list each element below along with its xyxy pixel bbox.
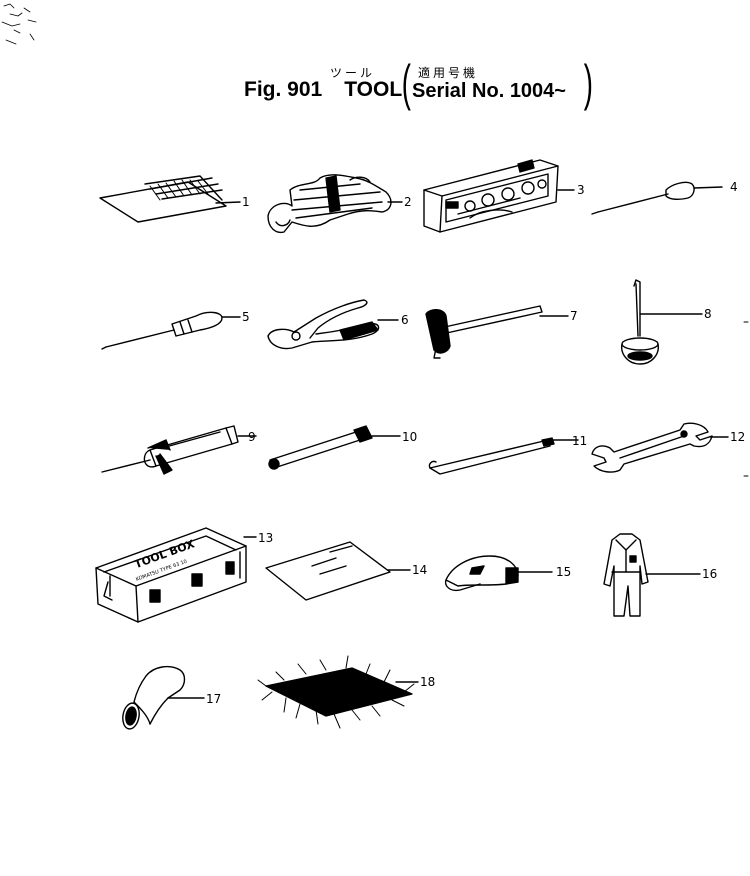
label-part-4: 4: [730, 180, 738, 194]
scan-noise: [1, 3, 37, 45]
part-1-manual: [99, 175, 241, 223]
figure-header: ツール 適用号機 Fig. 901 TOOL ( Serial No. 1004~…: [0, 0, 750, 110]
figure-number: Fig. 901: [244, 78, 323, 101]
figure-title: Fig. 901 TOOL: [244, 78, 424, 102]
label-part-17: 17: [206, 692, 221, 706]
part-2-wrench-set: [267, 174, 403, 234]
jp-title: ツール: [330, 66, 376, 80]
part-9-grease-gun: [101, 425, 257, 475]
label-part-10: 10: [402, 430, 417, 444]
part-17-elbow: [122, 665, 205, 730]
part-11-pry-bar: [428, 437, 579, 475]
jp-serial-label: 適用号機: [418, 66, 479, 80]
part-14-sheet: [265, 541, 411, 601]
label-part-1: 1: [242, 195, 250, 209]
label-part-5: 5: [242, 310, 250, 324]
label-part-11: 11: [572, 434, 587, 448]
label-part-9: 9: [248, 430, 256, 444]
part-8-oil-can: [621, 279, 703, 365]
label-part-7: 7: [570, 309, 578, 323]
label-part-14: 14: [412, 563, 427, 577]
part-4-screwdriver: [591, 181, 723, 215]
label-part-8: 8: [704, 307, 712, 321]
part-13-tool-box: [95, 527, 257, 623]
part-10-extension-bar: [268, 425, 401, 470]
left-bracket: (: [401, 55, 411, 111]
part-7-hammer: [425, 305, 569, 359]
right-bracket: ): [583, 55, 593, 111]
part-16-coveralls: [603, 533, 701, 617]
part-number-labels: 1 2 3 4 5 6 7 8 9 10 11 12 13 14 15 16 1…: [206, 180, 745, 706]
part-6-pliers: [267, 299, 399, 350]
label-part-15: 15: [556, 565, 571, 579]
part-5-screwdriver: [101, 311, 241, 350]
label-part-16: 16: [702, 567, 717, 581]
part-18-net: [257, 655, 419, 729]
label-part-13: 13: [258, 531, 273, 545]
label-part-2: 2: [404, 195, 412, 209]
part-15-cap: [444, 555, 553, 592]
label-part-12: 12: [730, 430, 745, 444]
part-3-socket-case: [423, 159, 575, 233]
serial-number: Serial No. 1004~: [412, 80, 566, 102]
label-part-3: 3: [577, 183, 585, 197]
label-part-6: 6: [401, 313, 409, 327]
label-part-18: 18: [420, 675, 435, 689]
figure-name: TOOL: [344, 78, 403, 101]
part-12-open-wrench: [591, 422, 729, 473]
